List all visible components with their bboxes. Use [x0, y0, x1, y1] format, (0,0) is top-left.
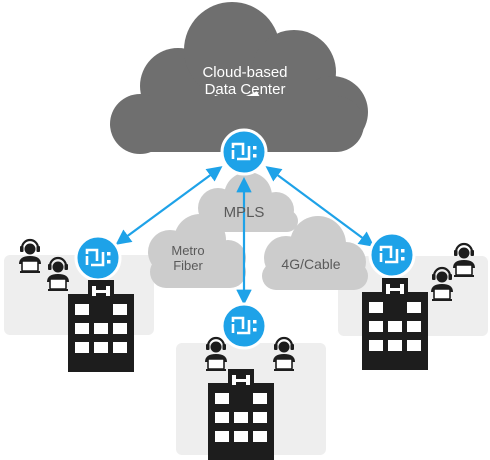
- data-center-cloud: [110, 2, 368, 154]
- data-center-label: Cloud-based Data Center: [202, 64, 288, 99]
- hub-node-icon-datacenter: [220, 128, 268, 176]
- metro-fiber-label: Metro Fiber: [171, 243, 205, 273]
- mpls-label: MPLS: [223, 204, 265, 221]
- cable-label: 4G/Cable: [281, 256, 341, 272]
- hub-node-icon-left: [74, 234, 122, 282]
- hub-node-icon-right: [368, 231, 416, 279]
- link-to-left-site: [115, 166, 223, 245]
- hub-node-icon-bottom: [220, 302, 268, 350]
- link-to-right-site: [265, 166, 375, 247]
